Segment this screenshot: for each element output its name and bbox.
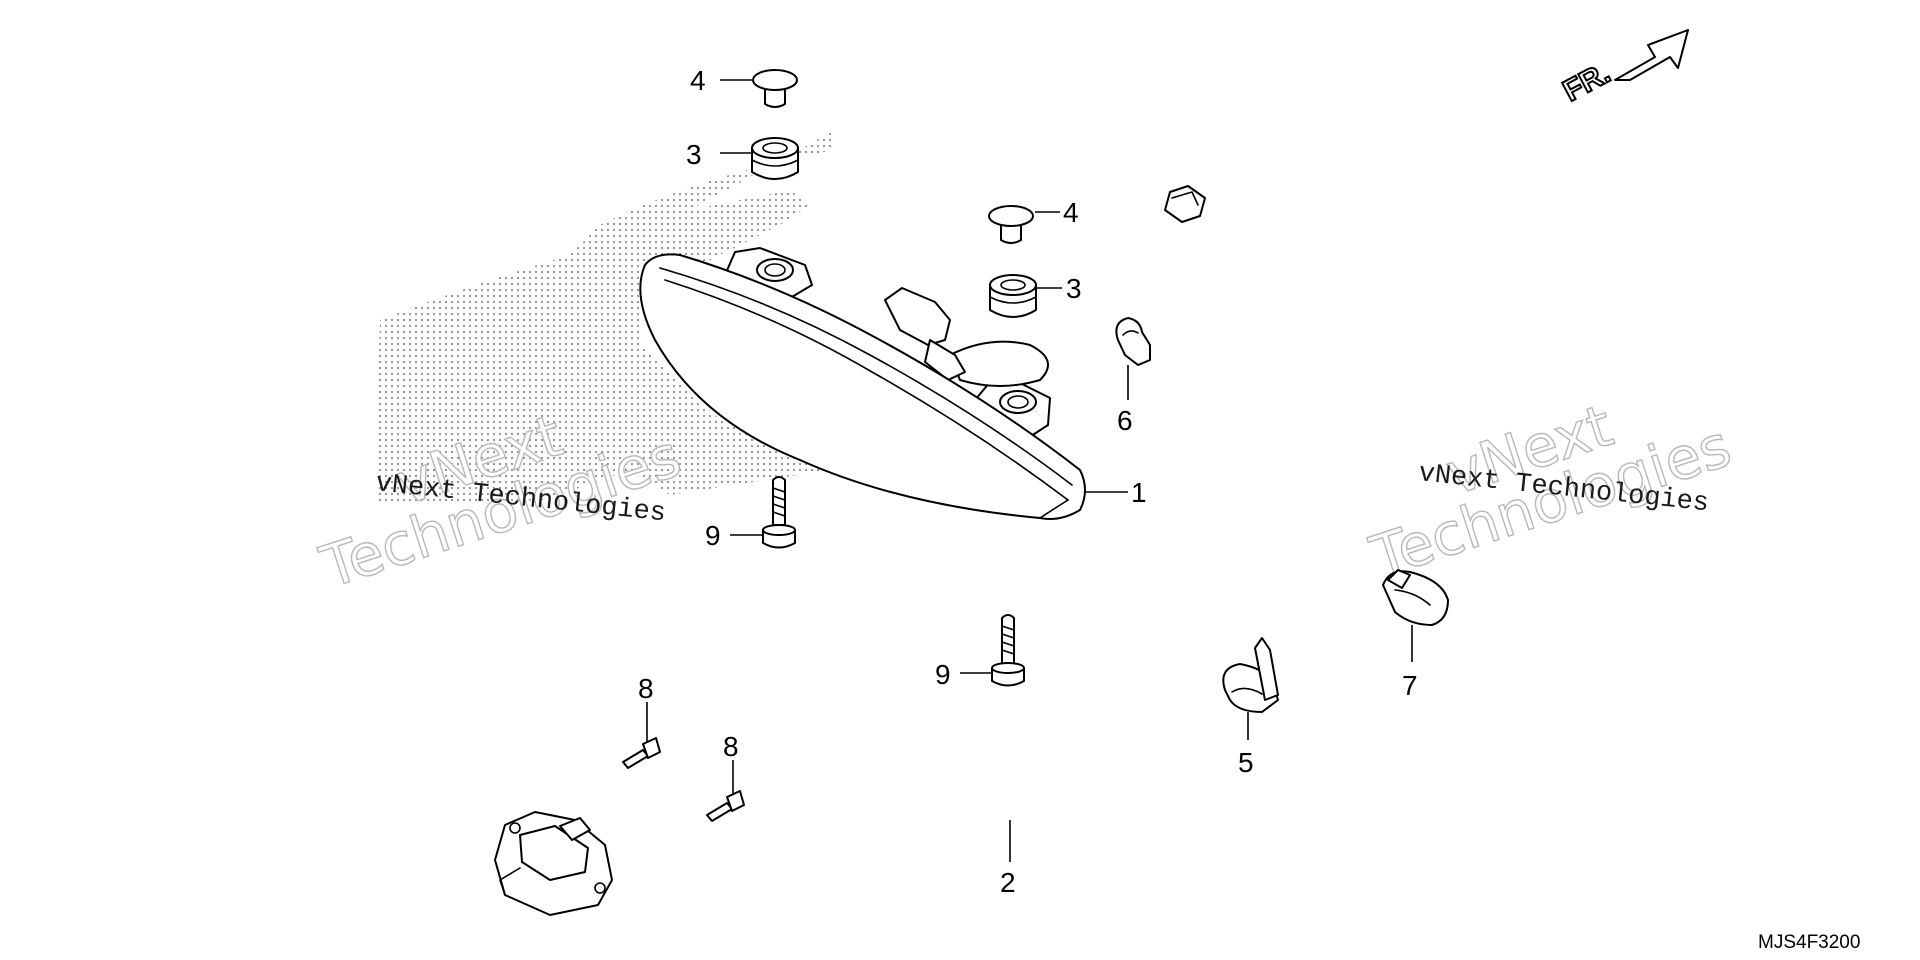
callout-4-upper: 4 <box>690 65 706 96</box>
front-direction-label: FR. <box>1558 56 1616 108</box>
clamp-part-5 <box>1222 637 1279 713</box>
callout-9-lower: 9 <box>935 659 951 690</box>
callout-4-lower: 4 <box>1063 197 1079 228</box>
license-light-harness <box>494 185 1365 916</box>
callout-6: 6 <box>1117 405 1133 436</box>
callout-2: 2 <box>1000 867 1016 898</box>
bolt-part-9-lower <box>991 614 1025 687</box>
clip-part-6 <box>1115 317 1151 366</box>
clamp-part-7 <box>1382 569 1449 626</box>
callout-labels: 4 3 4 3 6 1 9 9 8 8 7 5 2 <box>638 65 1418 898</box>
callout-3-upper: 3 <box>686 139 702 170</box>
stipple-shadow <box>375 130 835 505</box>
callout-5: 5 <box>1238 747 1254 778</box>
front-direction-arrow-icon: FR. <box>1557 29 1689 109</box>
leader-lines <box>646 79 1413 862</box>
collar-part-4-upper <box>752 69 798 108</box>
watermark-right: vNext Technologies vNext Technologies <box>1362 391 1740 593</box>
callout-9-upper: 9 <box>705 520 721 551</box>
grommet-part-3-lower <box>989 274 1037 318</box>
collar-part-4-lower <box>988 205 1034 244</box>
grommet-part-3-upper <box>751 137 799 180</box>
screw-part-8-right <box>706 790 745 822</box>
callout-8-right: 8 <box>723 731 739 762</box>
callout-7: 7 <box>1402 670 1418 701</box>
callout-8-left: 8 <box>638 673 654 704</box>
taillight-assembly <box>639 247 1086 520</box>
bolt-part-9-upper <box>762 476 796 549</box>
screw-part-8-left <box>622 737 661 769</box>
diagram-code: MJS4F3200 <box>1758 932 1860 953</box>
callout-1: 1 <box>1131 477 1147 508</box>
callout-3-lower: 3 <box>1066 273 1082 304</box>
